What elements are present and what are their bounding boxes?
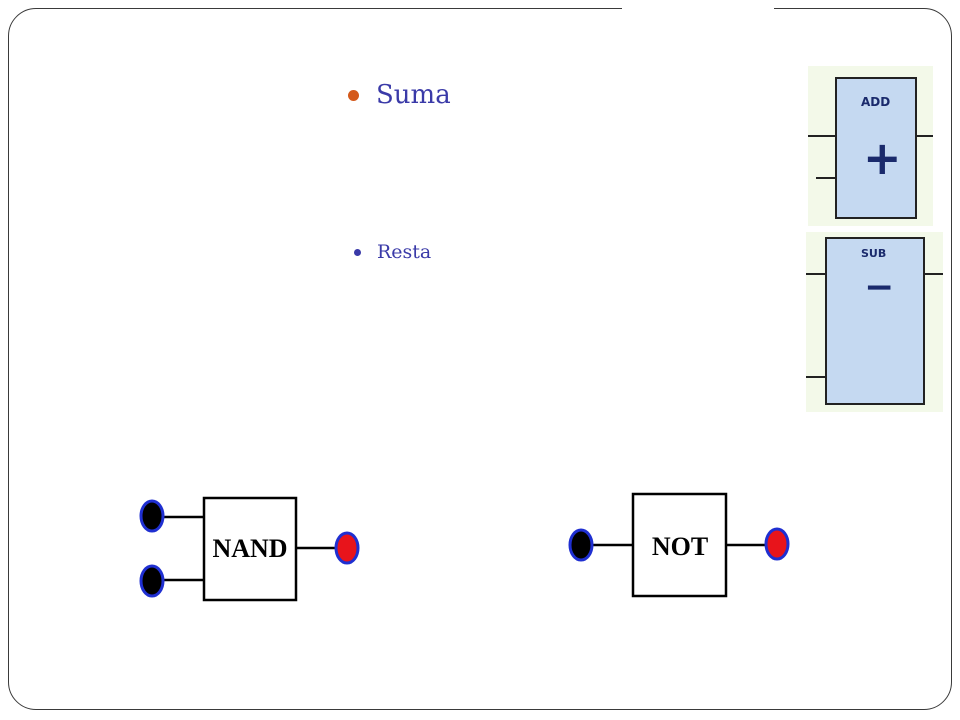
nand-output-terminal xyxy=(334,531,360,565)
not-gate-label: NOT xyxy=(652,532,708,561)
bullet-label: Suma xyxy=(376,80,451,110)
minus-icon: − xyxy=(864,267,894,308)
bullet-resta: Resta xyxy=(354,241,431,263)
slide-frame xyxy=(8,8,952,710)
nand-gate: NAND xyxy=(139,496,360,602)
plus-icon: + xyxy=(863,131,902,185)
nand-input-terminal-1 xyxy=(139,499,165,533)
add-block-box xyxy=(835,77,917,219)
bullet-suma: Suma xyxy=(348,80,451,110)
sub-block-box xyxy=(825,237,925,405)
nand-gate-box xyxy=(202,496,298,602)
not-output-terminal xyxy=(764,527,790,561)
sub-block-title: SUB xyxy=(861,247,886,260)
bullet-dot xyxy=(354,248,361,256)
bullet-dot xyxy=(348,89,359,101)
sub-block-image: SUB − xyxy=(806,232,943,412)
add-block-title: ADD xyxy=(861,95,890,109)
not-gate: NOT xyxy=(568,492,790,598)
title-remnant xyxy=(622,0,774,12)
nand-gate-label: NAND xyxy=(212,534,287,563)
not-gate-box xyxy=(631,492,728,598)
bullet-label: Resta xyxy=(377,241,432,263)
nand-input-terminal-2 xyxy=(139,564,165,598)
add-block-image: ADD + xyxy=(808,66,933,226)
add-block-diagram: ADD + xyxy=(808,77,933,219)
sub-block-diagram: SUB − xyxy=(806,237,943,405)
not-input-terminal xyxy=(568,528,594,562)
